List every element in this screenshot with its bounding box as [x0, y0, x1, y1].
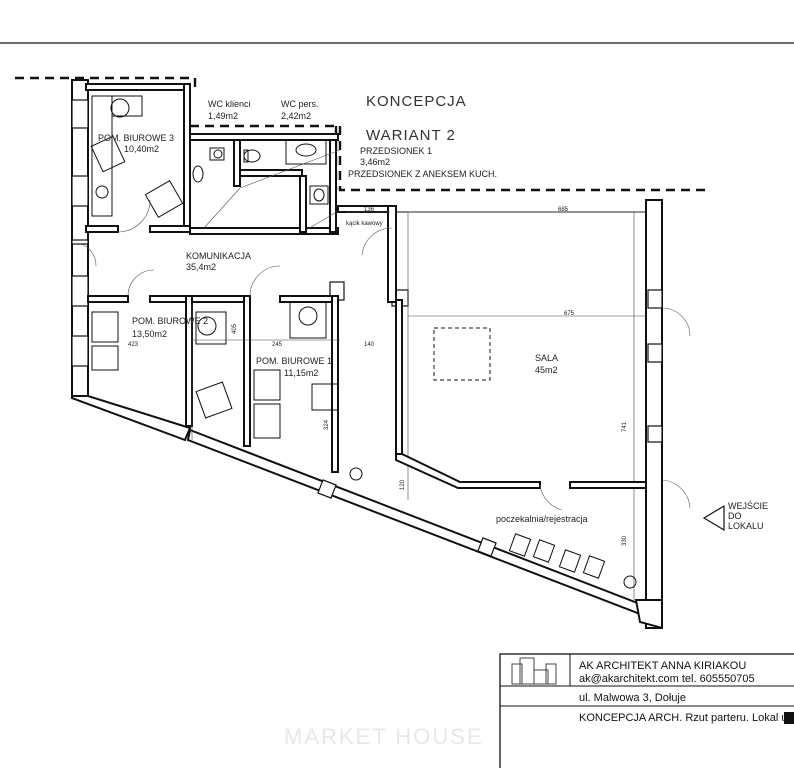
room-labels: KONCEPCJA WARIANT 2 POM. BIUROWE 3 10,40… — [98, 93, 588, 524]
dim-136: 136 — [364, 207, 375, 213]
dim-245: 245 — [272, 342, 283, 348]
office2-area: 13,50m2 — [132, 329, 167, 339]
room-office-2 — [87, 269, 233, 440]
entrance-label: WEJŚCIE DO LOKALU — [728, 500, 768, 531]
entrance-line-2: DO — [728, 511, 742, 521]
office1-area: 11,15m2 — [284, 368, 318, 378]
corridor-name: KOMUNIKACJA — [186, 251, 251, 261]
waiting-area-name: poczekalnia/rejestracja — [496, 514, 588, 524]
wc-clients-name: WC klienci — [208, 99, 251, 109]
plan-title: KONCEPCJA — [366, 93, 467, 110]
dim-330: 330 — [622, 535, 628, 546]
room-office-1 — [191, 265, 340, 473]
corridor-area: 35,4m2 — [186, 262, 216, 272]
entrance-arrow-icon — [702, 504, 725, 532]
title-block-address: ul. Malwowa 3, Dołuje — [579, 692, 686, 704]
hall-name: SALA — [535, 353, 558, 363]
vestibule-kitchen-name: PRZEDSIONEK Z ANEKSEM KUCH. — [348, 169, 497, 179]
watermark: MARKET HOUSE — [284, 724, 484, 749]
architect-logo — [511, 657, 557, 685]
entrance-line-1: WEJŚCIE — [728, 500, 768, 511]
office3-name: POM. BIUROWE 3 — [98, 133, 174, 143]
title-block-company: AK ARCHITEKT ANNA KIRIAKOU — [579, 660, 746, 672]
coffee-corner-name: kącik kawowy — [346, 221, 383, 227]
title-block-project: KONCEPCJA ARCH. Rzut parteru. Lokal u — [579, 712, 787, 724]
room-hall — [395, 211, 691, 600]
waiting-area-chairs — [508, 533, 606, 579]
dimension-labels: 136 685 675 423 245 140 405 324 741 330 … — [128, 207, 628, 546]
dim-120: 120 — [400, 479, 406, 490]
wc-staff-name: WC pers. — [281, 99, 319, 109]
room-wc-block — [189, 133, 341, 235]
dim-741: 741 — [622, 421, 628, 432]
office3-area: 10,40m2 — [124, 144, 159, 154]
wc-staff-area: 2,42m2 — [281, 111, 311, 121]
wc-clients-area: 1,49m2 — [208, 111, 238, 121]
entrance-line-3: LOKALU — [728, 521, 764, 531]
room-office-3 — [85, 83, 191, 233]
dim-423: 423 — [128, 342, 139, 348]
dim-685: 685 — [558, 207, 569, 213]
vestibule-name: PRZEDSIONEK 1 — [360, 146, 432, 156]
dim-405: 405 — [232, 323, 238, 334]
office2-name: POM. BIUROWE 2 — [132, 316, 208, 326]
title-block: AK ARCHITEKT ANNA KIRIAKOU ak@akarchitek… — [499, 653, 794, 768]
dim-324: 324 — [324, 419, 330, 430]
hall-area: 45m2 — [535, 365, 558, 375]
coffee-corner — [337, 205, 397, 303]
corridor-doors — [71, 239, 637, 589]
dim-140: 140 — [364, 342, 375, 348]
vestibule-area: 3,46m2 — [360, 157, 390, 167]
dim-675: 675 — [564, 311, 575, 317]
office1-name: POM. BIUROWE 1 — [256, 356, 332, 366]
plan-variant: WARIANT 2 — [366, 127, 456, 144]
title-block-contact: ak@akarchitekt.com tel. 605550705 — [579, 673, 755, 685]
